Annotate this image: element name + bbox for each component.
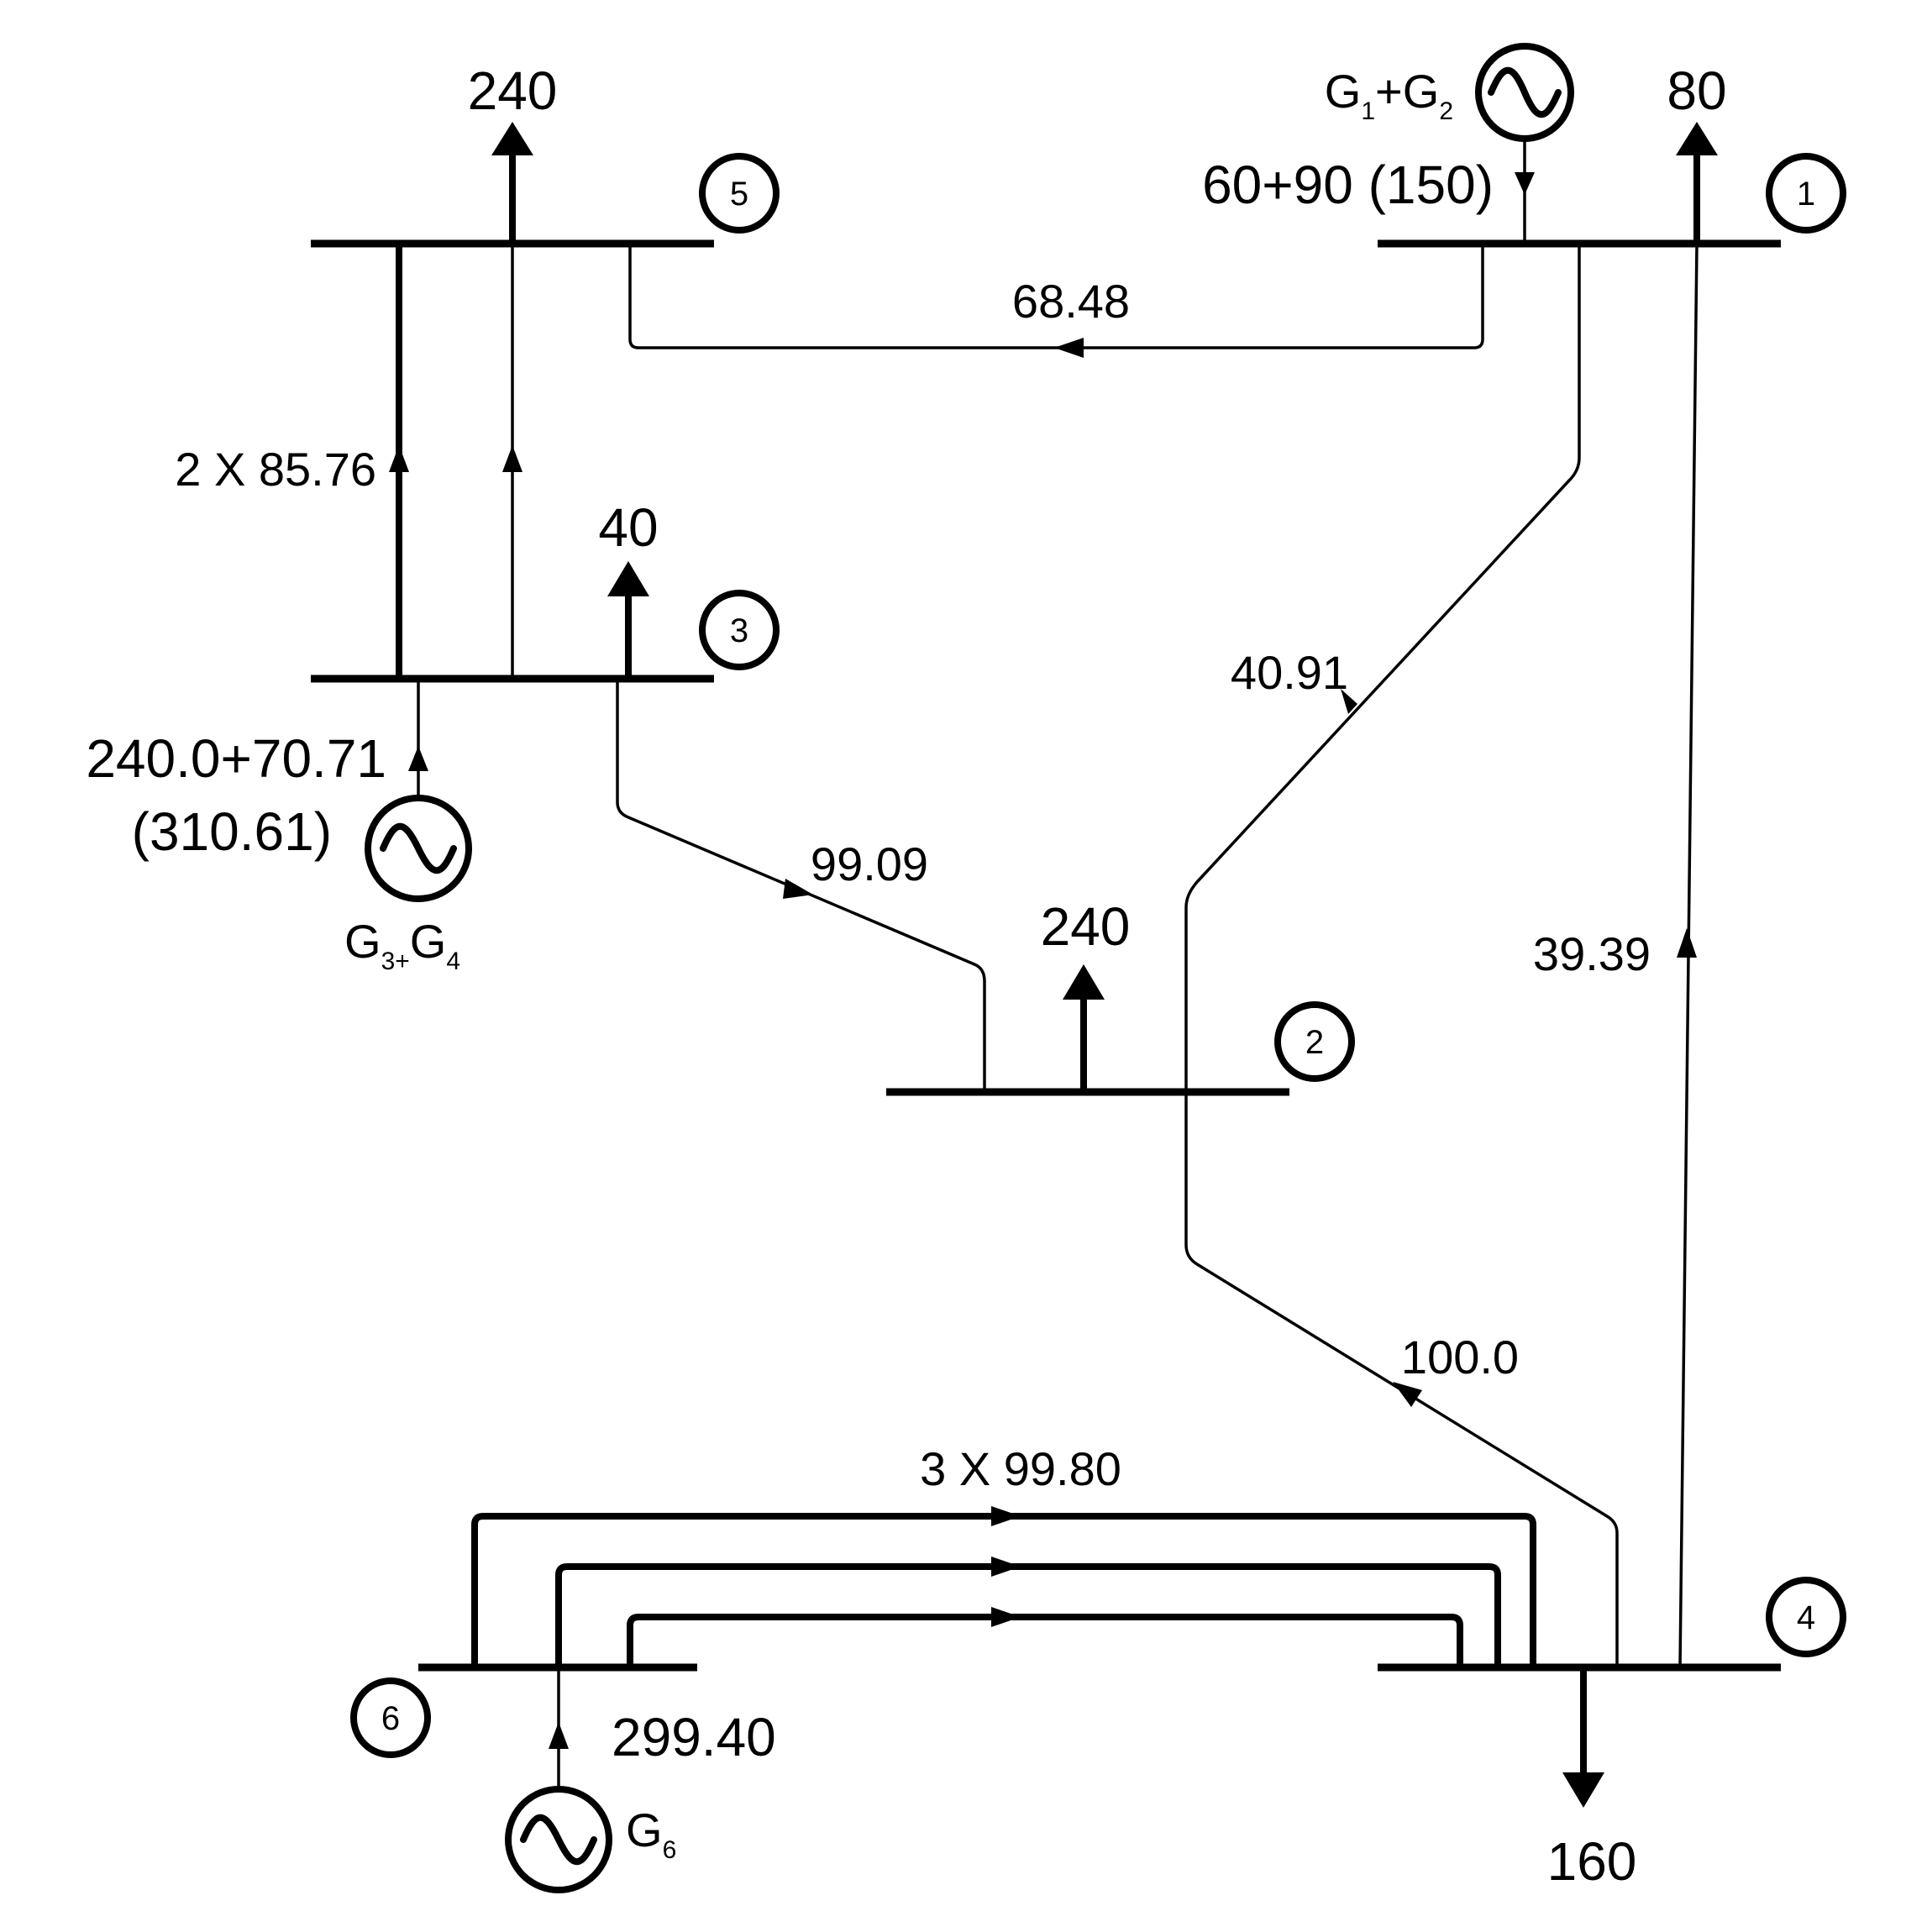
flow-bus4-bus1-value: 39.39 <box>1533 927 1651 980</box>
generator-g6-output: 299.40 <box>612 1707 776 1767</box>
bus-6-marker: 6 <box>350 1677 431 1758</box>
flow-bus4-bus2-value: 100.0 <box>1401 1331 1519 1383</box>
load-bus-4-arrow <box>1562 1667 1604 1808</box>
load-bus-2-arrow <box>1063 964 1105 1092</box>
load-bus-1-value: 80 <box>1667 60 1726 121</box>
generator-g3-g4-output-line1: 240.0+70.71 <box>86 728 386 789</box>
flow-arrow-bus1-bus2 <box>1341 689 1357 714</box>
load-bus-4-value: 160 <box>1547 1831 1637 1892</box>
bus-4-number: 4 <box>1797 1599 1815 1636</box>
sine-wave-icon <box>520 1814 597 1866</box>
generator-g3-g4-output-line2: (310.61) <box>132 801 332 862</box>
generator-g1-g2: G1+G2 60+90 (150) <box>1202 43 1574 244</box>
load-bus-5-value: 240 <box>468 60 558 121</box>
generator-g3-g4: 240.0+70.71 (310.61) G3+G4 <box>86 679 472 975</box>
bus-2-marker: 2 <box>1274 1001 1355 1082</box>
load-bus-3-value: 40 <box>598 497 658 558</box>
flow-arrow-bus4-bus1 <box>1677 928 1697 958</box>
flow-arrow-bus6-bus4-outer <box>991 1506 1021 1526</box>
generator-g3-g4-name: G3+G4 <box>344 915 460 975</box>
flow-bus1-bus2-value: 40.91 <box>1231 646 1348 699</box>
flow-arrow-bus1-bus5 <box>1054 338 1084 358</box>
sine-wave-icon <box>380 822 457 874</box>
flow-bus1-bus5-value: 68.48 <box>1012 275 1130 328</box>
load-arrows <box>491 122 1718 1808</box>
flow-bus6-bus4-value: 3 X 99.80 <box>920 1442 1121 1495</box>
bus-1-marker: 1 <box>1766 153 1846 234</box>
flow-arrowheads <box>389 338 1697 1627</box>
line-bus1-bus2 <box>1184 244 1581 1092</box>
line-bus3-bus2 <box>616 679 986 1092</box>
flow-arrow-bus6-bus4-inner <box>991 1607 1021 1627</box>
load-bus-5-arrow <box>491 122 533 244</box>
flow-arrow-bus3-bus5-b <box>502 445 522 472</box>
flow-arrow-bus3-bus5-a <box>389 445 409 472</box>
bus-5-number: 5 <box>730 176 748 213</box>
flow-arrow-bus4-bus2 <box>1393 1382 1422 1407</box>
flow-bus3-bus2-value: 99.09 <box>811 837 928 890</box>
bus-1-number: 1 <box>1797 176 1815 213</box>
bus-markers: 5 1 3 2 4 6 <box>350 153 1846 1758</box>
flow-arrow-bus6-bus4-middle <box>991 1557 1021 1577</box>
line-bus6-bus4-middle <box>555 1563 1501 1667</box>
load-bus-1-arrow <box>1676 122 1718 244</box>
generator-g1-g2-output: 60+90 (150) <box>1202 155 1494 215</box>
generator-g1-g2-name: G1+G2 <box>1325 65 1453 125</box>
line-bus6-bus4 <box>471 1513 1536 1667</box>
bus-3-number: 3 <box>730 612 748 649</box>
bus-3-marker: 3 <box>699 590 780 670</box>
line-bus6-bus4-inner <box>627 1614 1463 1667</box>
sine-wave-icon <box>1488 66 1562 118</box>
flow-arrow-bus3-bus2 <box>783 879 813 899</box>
flow-bus3-bus5-value: 2 X 85.76 <box>175 443 376 496</box>
bus-4-marker: 4 <box>1766 1577 1846 1657</box>
load-bus-2-value: 240 <box>1041 896 1131 957</box>
bus-2-number: 2 <box>1305 1024 1324 1061</box>
generator-g6-name: G6 <box>626 1803 676 1864</box>
bus-5-marker: 5 <box>699 153 780 234</box>
generator-g6: G6 299.40 <box>505 1667 776 1893</box>
load-bus-3-arrow <box>607 561 649 679</box>
bus-6-number: 6 <box>381 1700 400 1737</box>
